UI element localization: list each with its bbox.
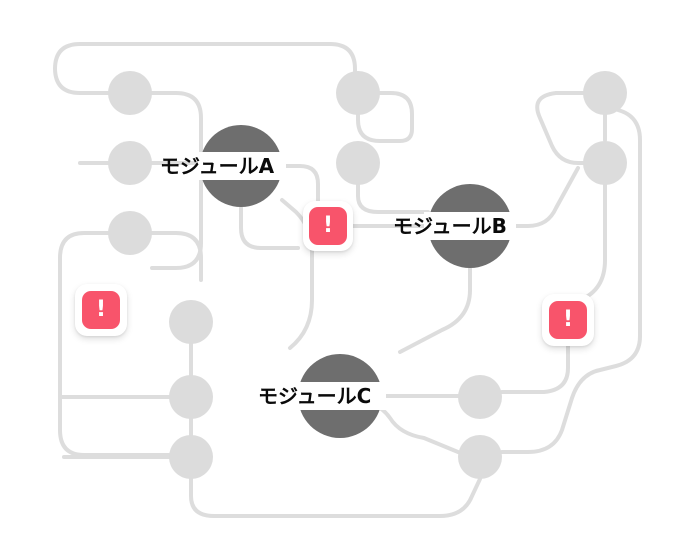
graph-node-node-r2[interactable] <box>583 141 627 185</box>
connector-line <box>535 91 585 165</box>
graph-node-node-m2[interactable] <box>336 141 380 185</box>
connector-line <box>398 266 472 354</box>
connector-line <box>280 198 314 350</box>
connector-line <box>280 164 320 204</box>
exclamation-glyph: ! <box>562 307 574 332</box>
alert-badge-alert-center[interactable]: ! <box>303 201 353 251</box>
exclamation-glyph: ! <box>95 297 107 322</box>
exclamation-glyph: ! <box>322 213 334 238</box>
connector-line <box>189 477 482 518</box>
connector-line <box>566 183 607 307</box>
graph-node-node-c2[interactable] <box>169 375 213 419</box>
graph-node-node-m1[interactable] <box>336 71 380 115</box>
connector-line <box>328 42 357 73</box>
graph-node-node-l3[interactable] <box>108 211 152 255</box>
connector-line <box>53 42 332 95</box>
module-label-band <box>294 382 386 410</box>
connector-line <box>500 338 570 394</box>
alert-badge-alert-left[interactable]: ! <box>75 284 127 336</box>
graph-node-node-b2[interactable] <box>458 435 502 479</box>
graph-node-node-c3[interactable] <box>169 435 213 479</box>
module-label-module-a: モジュールA <box>160 154 275 178</box>
module-label-module-b: モジュールB <box>393 214 507 238</box>
connector-line <box>510 166 580 228</box>
alert-badge-alert-right[interactable]: ! <box>542 294 594 346</box>
connector-line <box>356 113 382 143</box>
connector-line <box>239 206 300 250</box>
warning-icon: ! <box>549 301 587 339</box>
connector-line <box>356 183 430 214</box>
connector-line <box>150 91 203 270</box>
graph-node-node-l1[interactable] <box>108 71 152 115</box>
connector-line <box>500 108 642 454</box>
graph-node-node-l2[interactable] <box>108 141 152 185</box>
graph-node-node-c1[interactable] <box>169 300 213 344</box>
module-label-module-c: モジュールC <box>258 384 372 408</box>
connector-line <box>150 231 203 282</box>
module-label-band <box>424 212 516 240</box>
graph-node-node-b1[interactable] <box>458 375 502 419</box>
connector-line <box>58 231 171 457</box>
warning-icon: ! <box>82 291 120 329</box>
connector-line <box>378 91 414 143</box>
module-label-band <box>196 152 286 180</box>
warning-icon: ! <box>309 207 347 245</box>
graph-node-node-r1[interactable] <box>583 71 627 115</box>
